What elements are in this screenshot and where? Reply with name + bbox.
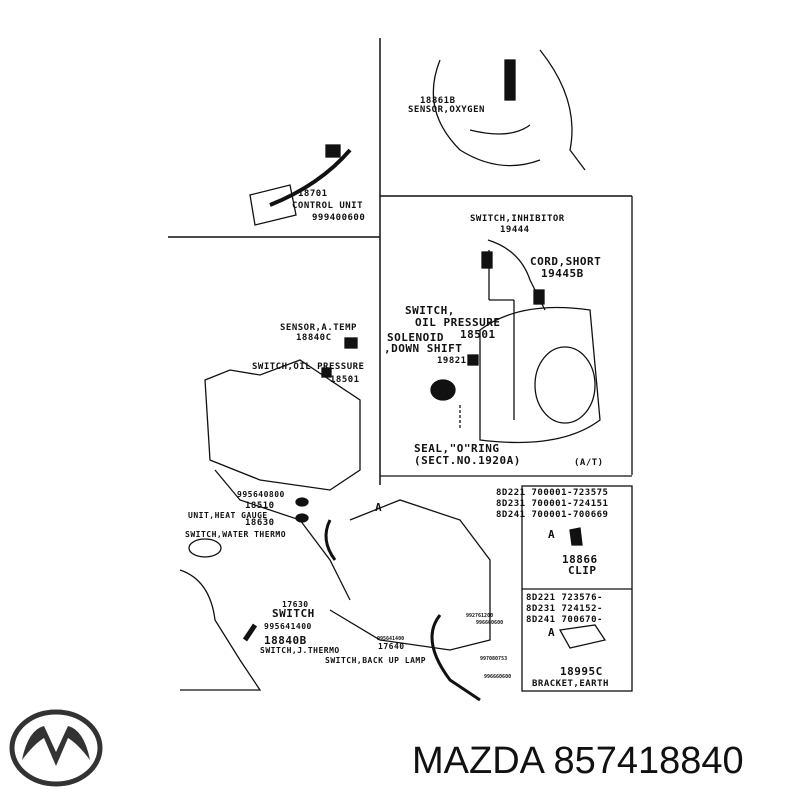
- bracket-number: 18995C: [560, 665, 603, 678]
- at-oil-pressure-switch-label: SWITCH,: [405, 304, 455, 317]
- seal-o-ring-label: SEAL,"O"RING: [414, 442, 500, 455]
- inhibitor-switch-label: SWITCH,INHIBITOR: [470, 214, 565, 224]
- water-thermo-label: SWITCH,WATER THERMO: [185, 530, 287, 539]
- tiny-part-2: 996660600: [476, 620, 504, 626]
- back-up-lamp-label: SWITCH,BACK UP LAMP: [325, 656, 427, 665]
- brand-name: MAZDA: [412, 740, 543, 782]
- clip-name: CLIP: [568, 564, 597, 577]
- inhibitor-switch-number: 19444: [500, 225, 530, 235]
- control-unit-number: 18701: [298, 189, 328, 199]
- clip-number: 18866: [562, 553, 598, 566]
- cord-short-label: CORD,SHORT: [530, 255, 602, 268]
- sensor-temp-label: SENSOR,A.TEMP: [280, 323, 357, 333]
- oxygen-sensor-number: 18861B: [420, 96, 456, 106]
- bracket-row: 8D231 724152-: [526, 604, 603, 614]
- bracket-row: 8D241 700670-: [526, 615, 603, 625]
- sensor-temp-number: 18840C: [296, 333, 332, 343]
- bracket-row: 8D221 723576-: [526, 593, 603, 603]
- part-18840b: 18840B: [264, 634, 307, 647]
- control-unit-label: CONTROL UNIT: [292, 201, 364, 211]
- oil-pressure-switch-number: 18501: [330, 375, 360, 385]
- oxygen-sensor-label: SENSOR,OXYGEN: [408, 105, 485, 115]
- at-oil-pressure-switch-number: 18501: [460, 328, 496, 341]
- at-tag: (A/T): [574, 458, 604, 468]
- oil-pressure-switch-label: SWITCH,OIL PRESSURE: [252, 362, 365, 372]
- callout-a: A: [375, 501, 383, 514]
- seal-section-label: (SECT.NO.1920A): [414, 454, 521, 467]
- switch-label: SWITCH: [272, 607, 315, 620]
- tiny-part-1: 992761200: [466, 613, 494, 619]
- mazda-logo-icon: [9, 709, 103, 787]
- bracket-callout: A: [548, 626, 556, 639]
- part-17640: 17640: [378, 642, 405, 651]
- solenoid-label-2: ,DOWN SHIFT: [384, 342, 463, 355]
- solenoid-label: SOLENOID: [387, 331, 444, 344]
- clip-callout: A: [548, 528, 556, 541]
- solenoid-number: 19821: [437, 356, 467, 366]
- part-caption: MAZDA 857418840: [412, 740, 744, 783]
- clip-row: 8D221 700001-723575: [496, 488, 609, 498]
- part-18630: 18630: [245, 518, 275, 528]
- part-number: 857418840: [553, 740, 744, 782]
- part-995641400: 995641400: [264, 622, 312, 631]
- switch-thermo-label: SWITCH,J.THERMO: [260, 646, 340, 655]
- part-18510: 18510: [245, 501, 275, 511]
- control-unit-bolt-number: 999400600: [312, 213, 366, 223]
- at-oil-pressure-switch-label-2: OIL PRESSURE: [415, 316, 501, 329]
- tiny-part-3: 997080753: [480, 656, 508, 662]
- clip-row: 8D241 700001-700669: [496, 510, 609, 520]
- bracket-name: BRACKET,EARTH: [532, 679, 609, 689]
- tiny-part-4: 996660600: [484, 674, 512, 680]
- clip-row: 8D231 700001-724151: [496, 499, 609, 509]
- heat-gauge-label: UNIT,HEAT GAUGE: [188, 511, 268, 520]
- part-995640800: 995640800: [237, 490, 285, 499]
- part-17630: 17630: [282, 600, 309, 609]
- part-995641400-b: 995641400: [377, 636, 405, 642]
- cord-short-number: 19445B: [541, 267, 584, 280]
